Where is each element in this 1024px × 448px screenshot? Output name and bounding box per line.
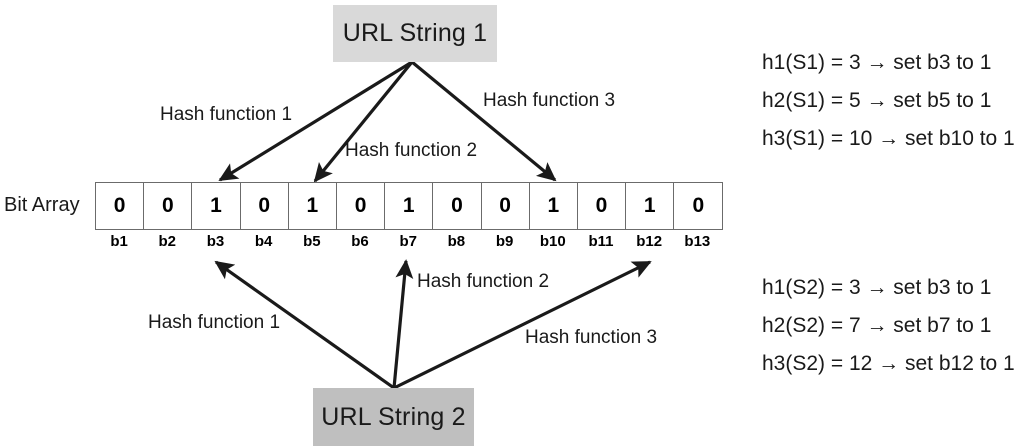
formulas-s2: h1(S2) = 3 → set b3 to 1 h2(S2) = 7 → set… bbox=[762, 275, 1015, 377]
bit-cell-b10[interactable]: 1 bbox=[530, 183, 578, 229]
bit-index-label-b7: b7 bbox=[399, 233, 417, 250]
bit-index-label-b13: b13 bbox=[684, 233, 711, 250]
bit-index-label-b1: b1 bbox=[110, 233, 128, 250]
formula-s2-2: h2(S2) = 7 → set b7 to 1 bbox=[762, 314, 992, 337]
edge-s1-hash3 bbox=[410, 60, 557, 182]
bit-index-label-b10: b10 bbox=[539, 233, 566, 250]
bit-cell-b13[interactable]: 0 bbox=[692, 194, 705, 217]
bit-cell-b12[interactable]: 1 bbox=[626, 183, 675, 229]
bit-cell-b11[interactable]: 0 bbox=[578, 183, 627, 229]
bit-cell-b7[interactable]: 1 bbox=[385, 183, 434, 229]
edge-label-top-hash-1: Hash function 1 bbox=[160, 104, 293, 125]
bit-index-label-b8: b8 bbox=[447, 233, 466, 250]
url-string-2-node[interactable]: URL String 2 bbox=[313, 388, 474, 446]
bit-cell-b8[interactable]: 0 bbox=[433, 183, 482, 229]
bit-cell-b4[interactable]: 0 bbox=[241, 183, 289, 229]
url-string-1-label: URL String 1 bbox=[342, 19, 488, 47]
bit-cell-b5[interactable]: 1 bbox=[289, 183, 337, 229]
edge-s1-hash2 bbox=[313, 60, 414, 183]
bit-cell-b9[interactable]: 0 bbox=[482, 183, 530, 229]
formulas-s1: h1(S1) = 3 → set b3 to 1 h2(S1) = 5 → set… bbox=[762, 50, 1015, 152]
edge-label-top-hash-3: Hash function 3 bbox=[483, 90, 616, 111]
formula-s1-1: h1(S1) = 3 → set b3 to 1 bbox=[762, 51, 992, 74]
edge-label-bottom-hash-3: Hash function 3 bbox=[525, 327, 658, 348]
bit-index-label-b6: b6 bbox=[351, 233, 369, 250]
formula-s1-3: h3(S1) = 10 → set b10 to 1 bbox=[762, 127, 1015, 150]
bit-cell-b3[interactable]: 1 bbox=[192, 183, 241, 229]
bit-index-label-b5: b5 bbox=[303, 233, 321, 250]
edge-s2-hash2 bbox=[392, 259, 414, 389]
formula-s2-3: h3(S2) = 12 → set b12 to 1 bbox=[762, 352, 1015, 375]
url-string-2-label: URL String 2 bbox=[321, 402, 466, 431]
bit-array-label: Bit Array bbox=[4, 194, 80, 216]
bit-index-label-b12: b12 bbox=[636, 233, 663, 250]
formula-s1-2: h2(S1) = 5 → set b5 to 1 bbox=[762, 89, 992, 112]
url-string-1-node[interactable]: URL String 1 bbox=[333, 5, 497, 62]
bit-index-label-b9: b9 bbox=[495, 233, 514, 250]
bit-cell-b1[interactable]: 0 bbox=[96, 183, 145, 229]
bit-index-label-b2: b2 bbox=[158, 233, 177, 250]
bit-index-label-b4: b4 bbox=[254, 233, 273, 250]
bit-index-label-b3: b3 bbox=[206, 233, 225, 250]
bit-index-row: b1 b2 b3 b4 b5 b6 b7 b8 b9 b10 b11 b12 b13 bbox=[95, 233, 721, 250]
formula-s2-1: h1(S2) = 3 → set b3 to 1 bbox=[762, 276, 992, 299]
bit-cell-b2[interactable]: 0 bbox=[144, 183, 193, 229]
edge-label-top-hash-2: Hash function 2 bbox=[345, 140, 478, 161]
edge-label-bottom-hash-2: Hash function 2 bbox=[417, 271, 550, 292]
edge-label-bottom-hash-1: Hash function 1 bbox=[148, 312, 281, 333]
bit-cell-b6[interactable]: 0 bbox=[337, 183, 386, 229]
bit-index-label-b11: b11 bbox=[588, 233, 614, 250]
